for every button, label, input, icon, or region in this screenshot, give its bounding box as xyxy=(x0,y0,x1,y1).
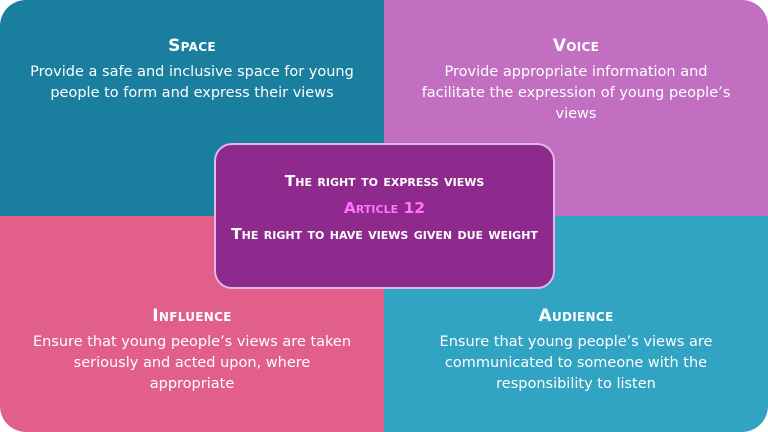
quadrant-space: Space Provide a safe and inclusive space… xyxy=(0,0,384,216)
voice-title: Voice xyxy=(552,36,600,56)
article-12-center-box: The right to express views Article 12 Th… xyxy=(214,143,555,289)
voice-description: Provide appropriate information and faci… xyxy=(421,64,731,122)
right-to-express-views: The right to express views xyxy=(284,172,485,190)
article-12-label: Article 12 xyxy=(343,199,426,217)
right-to-due-weight: The right to have views given due weight xyxy=(231,225,538,243)
quadrant-influence: Influence Ensure that young people’s vie… xyxy=(0,216,384,432)
space-description: Provide a safe and inclusive space for y… xyxy=(30,64,354,101)
influence-description: Ensure that young people’s views are tak… xyxy=(32,334,352,392)
influence-title: Influence xyxy=(152,306,232,326)
audience-title: Audience xyxy=(538,306,614,326)
space-title: Space xyxy=(168,36,216,56)
audience-description: Ensure that young people’s views are com… xyxy=(439,334,713,392)
